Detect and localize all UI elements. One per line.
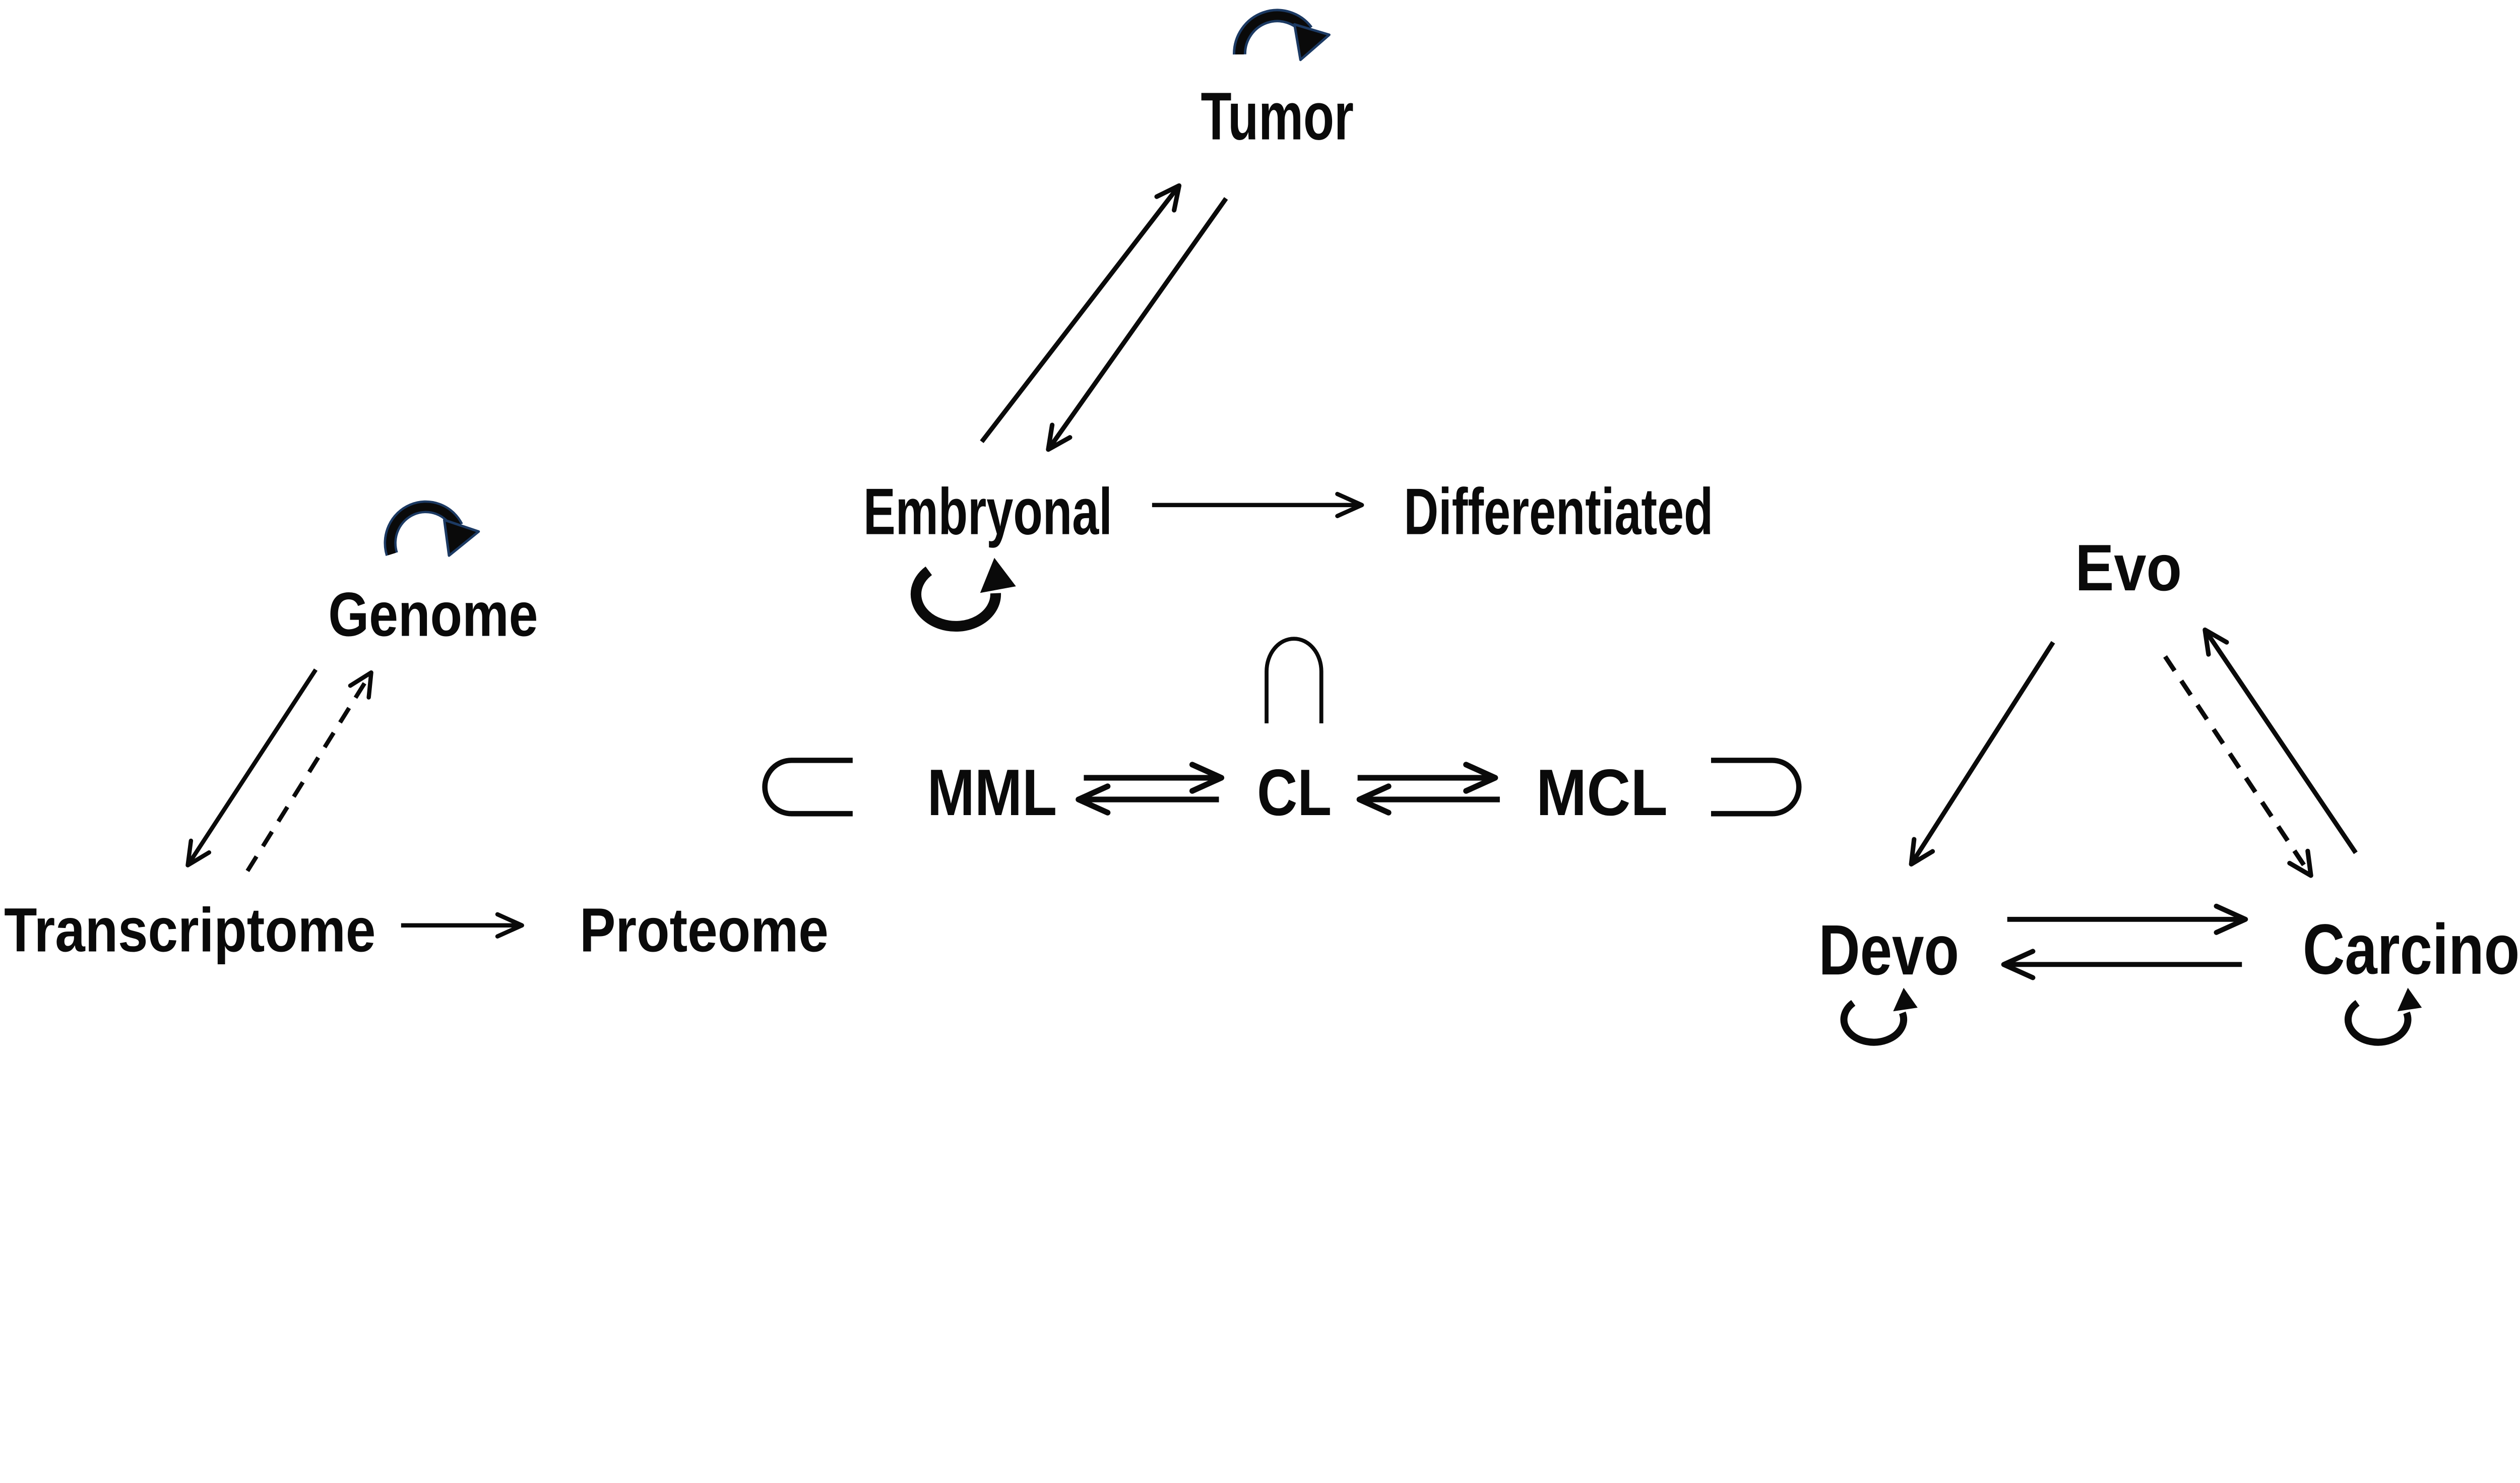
edge-transcriptome-to-genome-dashed — [245, 670, 373, 873]
edge-cl-to-mcl-arrowhead — [1463, 762, 1498, 794]
triangulation-diagram: Tumor Embryonal Differentiated — [4, 9, 2520, 1046]
node-mml: MML — [927, 756, 1057, 829]
edge-transcriptome-to-proteome — [401, 912, 524, 939]
edge-embryonal-to-tumor — [980, 183, 1182, 444]
edge-tumor-to-embryonal — [1046, 197, 1228, 452]
tumor-self-loop-arrowhead — [1293, 23, 1331, 61]
tumor-self-loop-arrow-icon — [1233, 9, 1331, 61]
edge-evo-to-devo — [1909, 641, 2055, 867]
edge-carcino-to-devo — [2001, 949, 2242, 980]
node-evo: Evo — [2075, 531, 2182, 604]
mcl-self-loop-icon — [1711, 758, 1802, 817]
node-embryonal: Embryonal — [863, 475, 1112, 548]
devo-self-loop-arrowhead — [1893, 987, 1918, 1012]
genome-self-loop-body — [386, 503, 461, 555]
node-mcl: MCL — [1536, 756, 1668, 829]
devo-self-loop-arrow-icon — [1840, 987, 1918, 1046]
edge-transcriptome-to-genome-arrowhead — [348, 670, 373, 700]
node-cl: CL — [1257, 756, 1332, 829]
omics-module: Genome Transcriptome Proteome — [4, 500, 829, 965]
edge-genome-to-transcriptome-arrowhead — [185, 838, 212, 868]
tumor-self-loop-body — [1235, 11, 1311, 55]
edge-evo-to-carcino-arrowhead — [2287, 848, 2313, 878]
node-carcino: Carcino — [2303, 909, 2519, 989]
edge-transcriptome-to-proteome-arrowhead — [495, 912, 524, 939]
edge-devo-to-carcino — [2007, 903, 2248, 935]
edge-cl-to-mml-arrowhead — [1076, 783, 1111, 816]
edge-genome-to-transcriptome-shaft — [185, 668, 318, 867]
edge-evo-to-carcino-shaft — [2163, 655, 2313, 877]
edge-evo-to-carcino-dashed — [2163, 655, 2313, 878]
diagram-canvas: Tumor Embryonal Differentiated — [4, 9, 2520, 1046]
carcino-self-loop-body — [2344, 1000, 2412, 1046]
edge-evo-to-devo-shaft — [1909, 641, 2055, 866]
edge-tumor-to-embryonal-arrowhead — [1046, 422, 1073, 452]
embryonal-self-loop-arrow-icon — [910, 558, 1016, 632]
edge-mcl-to-cl-arrowhead — [1356, 783, 1392, 816]
node-proteome: Proteome — [580, 895, 829, 965]
embryonal-self-loop-arrowhead — [980, 558, 1016, 593]
edge-transcriptome-to-genome-shaft — [245, 671, 373, 873]
development-module: Tumor Embryonal Differentiated — [863, 9, 1713, 632]
node-genome: Genome — [328, 580, 538, 649]
carcino-self-loop-arrow-icon — [2344, 987, 2422, 1046]
edge-devo-to-carcino-arrowhead — [2214, 903, 2248, 935]
node-tumor: Tumor — [1201, 79, 1354, 154]
edge-embryonal-to-differentiated — [1152, 491, 1364, 518]
edge-mml-to-cl-arrowhead — [1189, 762, 1225, 794]
edge-carcino-to-devo-arrowhead — [2001, 949, 2036, 980]
edge-carcino-to-evo-shaft — [2203, 628, 2358, 854]
node-transcriptome: Transcriptome — [4, 895, 375, 965]
genome-self-loop-arrowhead — [443, 518, 480, 557]
edge-genome-to-transcriptome — [185, 668, 318, 868]
cl-self-loop-icon — [1265, 637, 1324, 724]
lineage-module: MML CL MCL — [762, 637, 1802, 829]
mml-self-loop-icon — [762, 758, 853, 817]
carcino-self-loop-arrowhead — [2397, 987, 2422, 1012]
edge-evo-to-devo-arrowhead — [1909, 837, 1935, 867]
edge-cl-to-mml — [1076, 783, 1219, 816]
edge-mcl-to-cl — [1356, 783, 1500, 816]
edge-cl-to-mcl — [1357, 762, 1498, 794]
edge-embryonal-to-differentiated-arrowhead — [1335, 491, 1364, 518]
node-devo: Devo — [1818, 910, 1959, 990]
edge-carcino-to-evo — [2202, 627, 2358, 854]
edge-tumor-to-embryonal-shaft — [1046, 197, 1228, 451]
embryonal-self-loop-body — [910, 566, 1001, 632]
node-differentiated: Differentiated — [1404, 475, 1713, 548]
edge-embryonal-to-tumor-shaft — [980, 184, 1181, 444]
genome-self-loop-arrow-icon — [384, 500, 480, 557]
edge-carcino-to-evo-arrowhead — [2202, 627, 2229, 657]
devo-self-loop-body — [1840, 1000, 1908, 1046]
edge-embryonal-to-tumor-arrowhead — [1154, 183, 1182, 213]
edge-mml-to-cl — [1084, 762, 1225, 794]
discipline-module: Evo Devo — [1818, 531, 2519, 1046]
